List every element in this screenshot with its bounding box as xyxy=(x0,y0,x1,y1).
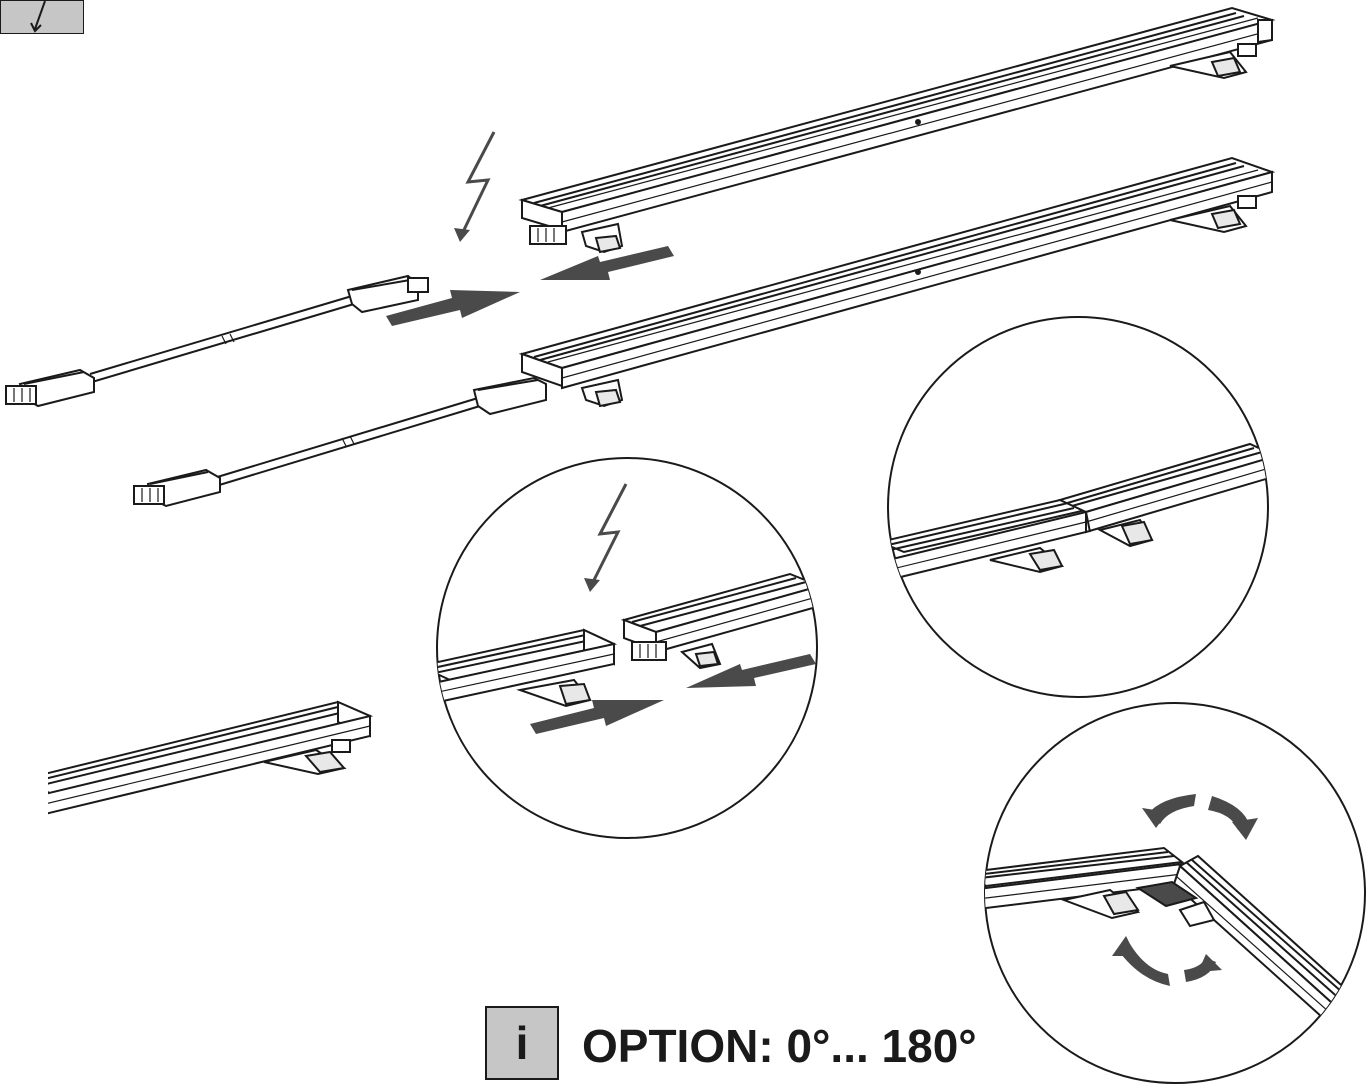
info-icon: i xyxy=(485,1006,559,1080)
rotate-arrows xyxy=(1112,794,1258,986)
detail-circle-angle xyxy=(984,702,1366,1084)
power-cable-connected xyxy=(133,376,547,508)
lightning-icon xyxy=(454,131,496,242)
light-bar-upper xyxy=(518,6,1276,254)
info-symbol: i xyxy=(515,1017,529,1069)
warning-arrow-glyph xyxy=(30,0,46,33)
power-cable-detached xyxy=(5,274,429,408)
light-bar-lower xyxy=(518,156,1276,408)
detail-circle-joined xyxy=(887,316,1269,698)
insert-arrows-main xyxy=(386,246,674,326)
option-label: OPTION: 0°... 180° xyxy=(582,1020,977,1072)
detail-circle-connect xyxy=(436,457,818,839)
corner-warning-icon xyxy=(0,0,84,34)
light-bar-partial xyxy=(48,700,374,815)
